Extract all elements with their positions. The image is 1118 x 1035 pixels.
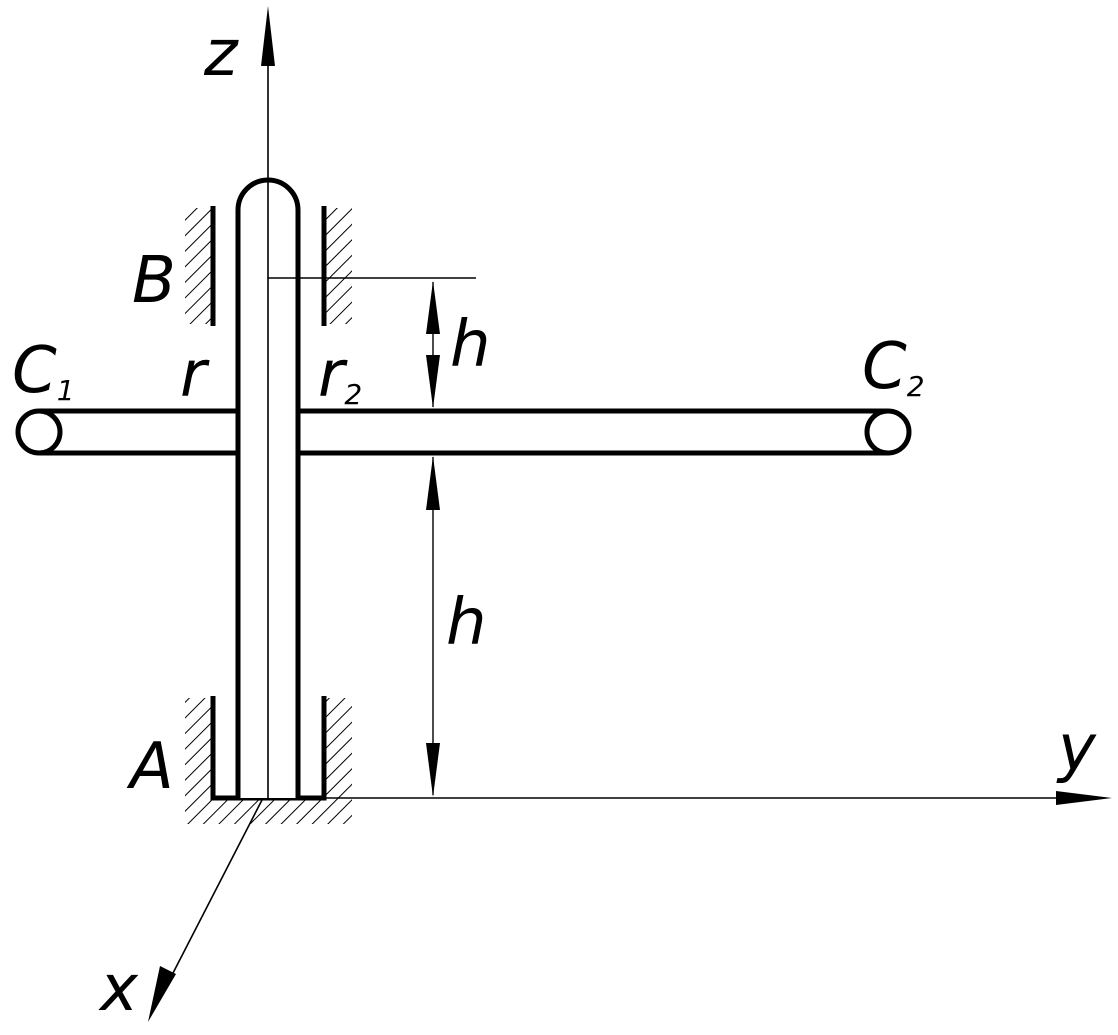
point-C2-letter: C <box>862 330 907 404</box>
y-axis-label: y <box>1056 712 1097 786</box>
point-C2-label: C2 <box>862 330 925 404</box>
bearing-A-right-hatch <box>325 698 352 824</box>
bearing-B <box>185 206 352 326</box>
dimension-h-bottom-label: h <box>446 586 487 660</box>
point-C1-label: C1 <box>12 334 75 408</box>
dimension-h-top-label: h <box>450 308 491 382</box>
bearing-B-left-hatch <box>185 208 212 324</box>
bearing-A-label: A <box>126 730 174 804</box>
mass-C1 <box>15 408 63 456</box>
bearing-A-left-hatch <box>185 698 212 824</box>
z-axis-arrowhead <box>261 6 275 66</box>
dimension-h-bottom <box>426 456 440 797</box>
y-axis <box>325 791 1112 805</box>
horizontal-rod <box>40 408 889 456</box>
point-C1-subscript: 1 <box>57 374 75 407</box>
z-axis-label: z <box>203 17 239 91</box>
vertical-shaft <box>235 177 301 800</box>
y-axis-arrowhead <box>1056 791 1112 805</box>
mass-C2 <box>864 408 912 456</box>
dimension-h-top <box>268 277 476 408</box>
radius-r2-letter: r <box>318 338 348 412</box>
point-C2-subscript: 2 <box>907 370 925 403</box>
bearing-A-bottom-hatch <box>212 800 325 824</box>
radius-r2-subscript: 2 <box>344 378 362 411</box>
radius-r2-label: r2 <box>318 338 362 412</box>
x-axis-arrowhead <box>148 966 176 1022</box>
radius-r1-label: r <box>180 338 210 412</box>
point-C1-letter: C <box>12 334 57 408</box>
bearing-B-label: B <box>132 244 176 318</box>
x-axis <box>148 799 263 1022</box>
x-axis-label: x <box>98 952 139 1026</box>
bearing-B-right-hatch <box>325 208 352 324</box>
